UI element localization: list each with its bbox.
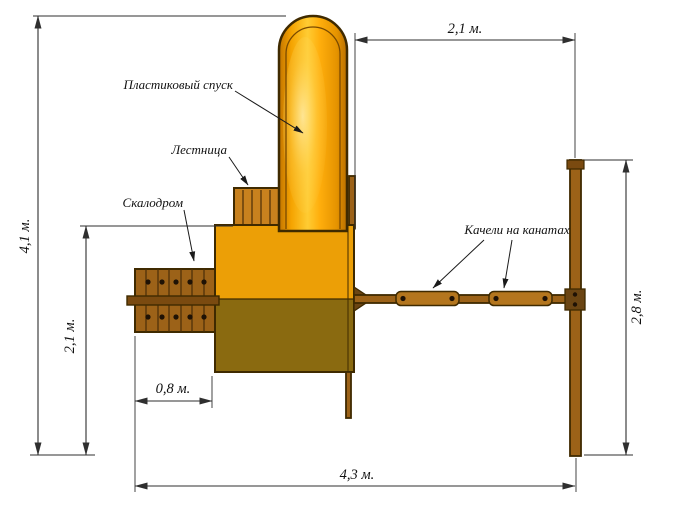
platform-lower [215,299,354,372]
swing-seat [395,290,460,307]
dimension-value: 0,8 м. [156,381,191,397]
right-post-cap [566,159,585,170]
label-climbing-wall: Скалодром [123,195,196,262]
dimension-value: 2,8 м. [629,290,645,325]
label-text-swings: Качели на канатах [463,222,569,237]
leader-line [183,209,196,262]
dimension-value: 2,1 м. [62,319,78,354]
dimension-top-span: 2,1 м. [354,21,576,230]
swing-seat-shape [488,290,553,307]
climbing-hold [159,279,165,285]
swing-seat-shape [395,290,460,307]
leader-line [432,239,485,289]
platform [214,224,355,373]
swing-bolt [400,295,406,302]
support-post [345,371,352,419]
climbing-hold [159,314,165,320]
dimension-value: 2,1 м. [448,21,483,37]
climbing-hold [145,279,151,285]
dimension-wall-width: 0,8 м. [134,336,213,492]
climbing-hold [201,314,207,320]
swing-bolt [449,295,455,302]
dimension-value: 4,3 м. [340,467,375,483]
leader-line [228,156,249,186]
dimension-right-height: 2,8 м. [584,159,645,456]
leader-line [502,239,513,289]
climbing-hold [173,314,179,320]
support-post-shape [345,371,352,419]
dimension-overall-height: 4,1 м. [17,15,286,456]
beam-connector [564,288,586,311]
climbing-hold [201,279,207,285]
dimension-inner-left-height: 2,1 м. [62,225,233,456]
climbing-hold [187,314,193,320]
climbing-hold [187,279,193,285]
connector-bolt [572,302,578,307]
swing-beam [353,285,579,313]
slide-inner-line [285,26,341,229]
connector-bolt [572,292,578,297]
label-text-slide: Пластиковый спуск [122,77,233,92]
dimension-value: 4,1 м. [17,219,33,254]
dimension-overall-width: 4,3 м. [134,458,577,492]
ladder-body [233,187,280,230]
climbing-hold [145,314,151,320]
label-slide: Пластиковый спуск [122,77,304,134]
platform-upper [215,225,354,299]
label-ladder: Лестница [170,142,249,186]
ladder [233,187,280,230]
swing-seat [488,290,553,307]
wall-mid-bar [126,295,220,306]
slide-tube [277,14,349,233]
slide-sheen [283,37,327,213]
swing-bolt [542,295,548,302]
label-text-climbing-wall: Скалодром [123,195,183,210]
label-text-ladder: Лестница [170,142,227,157]
swing-bolt [493,295,499,302]
slide-rear-post-shape [348,175,356,229]
climbing-wall [126,268,220,333]
leader-line [234,90,304,134]
slide-rear-post [348,175,356,229]
right-post [564,159,586,457]
climbing-hold [173,279,179,285]
label-swings: Качели на канатах [432,222,570,289]
